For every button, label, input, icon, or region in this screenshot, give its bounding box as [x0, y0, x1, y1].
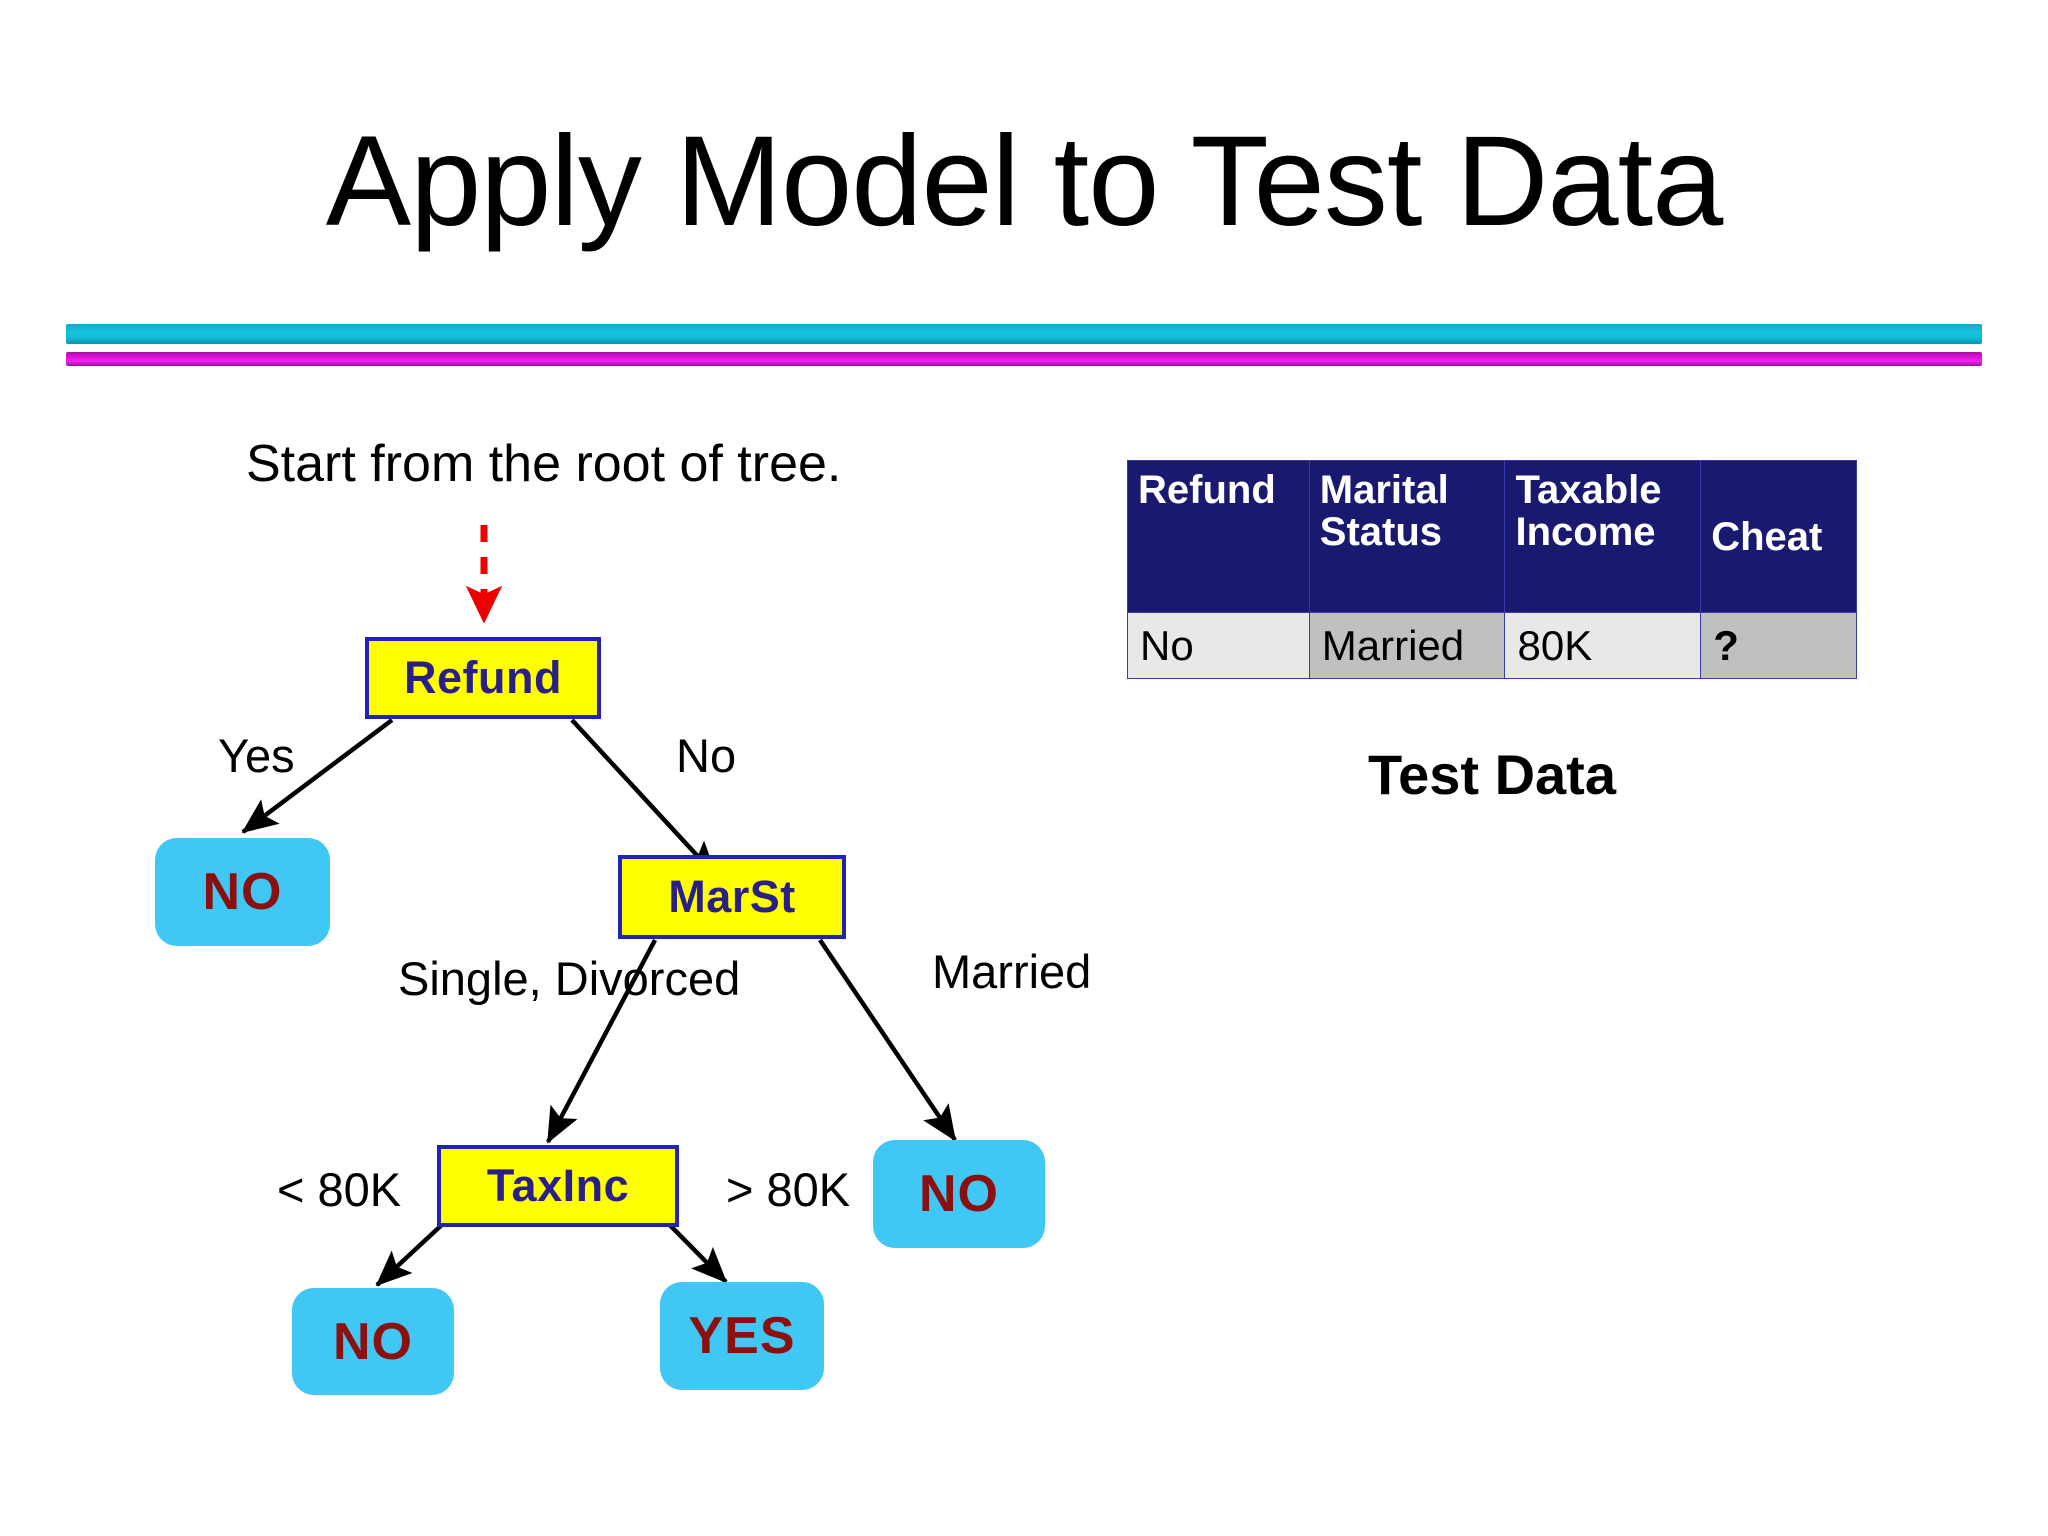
divider-bar-cyan: [66, 324, 1982, 344]
column-header-refund: Refund: [1127, 460, 1310, 613]
edge-refund-no: [570, 718, 718, 878]
test-data-caption: Test Data: [1368, 743, 1616, 806]
divider-bar-magenta: [66, 352, 1982, 366]
decision-tree-diagram: Start from the root of tree. Refund NO M…: [155, 435, 1092, 1395]
edge-label-marst-married: Married: [932, 945, 1092, 998]
tree-edges-layer: [241, 525, 957, 1287]
column-header-taxable-line1: Taxable: [1515, 468, 1662, 512]
cell-cheat: ?: [1700, 612, 1857, 679]
edge-marst-single-divorced: [546, 938, 657, 1144]
column-header-cheat: Cheat: [1700, 460, 1857, 613]
edge-refund-yes: [241, 718, 394, 834]
edge-label-refund-no: No: [676, 729, 737, 782]
tree-leaf-lt80k-no[interactable]: NO: [292, 1288, 454, 1395]
table-row: No Married 80K ?: [1127, 612, 1857, 679]
cell-taxable-income: 80K: [1504, 612, 1702, 679]
tree-leaf-refund-yes-no[interactable]: NO: [155, 838, 330, 946]
column-header-cheat-label: Cheat: [1711, 514, 1823, 559]
cell-marital-status: Married: [1308, 612, 1506, 679]
tree-leaf-married-no[interactable]: NO: [873, 1140, 1045, 1248]
tree-leaf-gt80k-yes[interactable]: YES: [660, 1282, 824, 1390]
page-title: Apply Model to Test Data: [325, 110, 1724, 253]
edge-marst-married: [818, 938, 957, 1142]
edge-label-refund-yes: Yes: [218, 729, 295, 782]
tree-node-marst[interactable]: MarSt: [618, 855, 846, 939]
start-from-root-caption: Start from the root of tree.: [246, 435, 842, 493]
tree-node-refund[interactable]: Refund: [365, 637, 601, 719]
column-header-marital-line1: Marital: [1319, 468, 1449, 512]
edge-label-marst-single-divorced: Single, Divorced: [398, 952, 741, 1005]
column-header-refund-label: Refund: [1138, 468, 1276, 512]
cell-refund: No: [1127, 612, 1310, 679]
edge-label-taxinc-gt80k: > 80K: [726, 1163, 851, 1216]
column-header-marital-line2: Status: [1319, 510, 1443, 554]
tree-node-taxinc[interactable]: TaxInc: [437, 1145, 679, 1227]
edge-label-taxinc-lt80k: < 80K: [277, 1163, 402, 1216]
column-header-taxable-line2: Income: [1515, 510, 1656, 554]
